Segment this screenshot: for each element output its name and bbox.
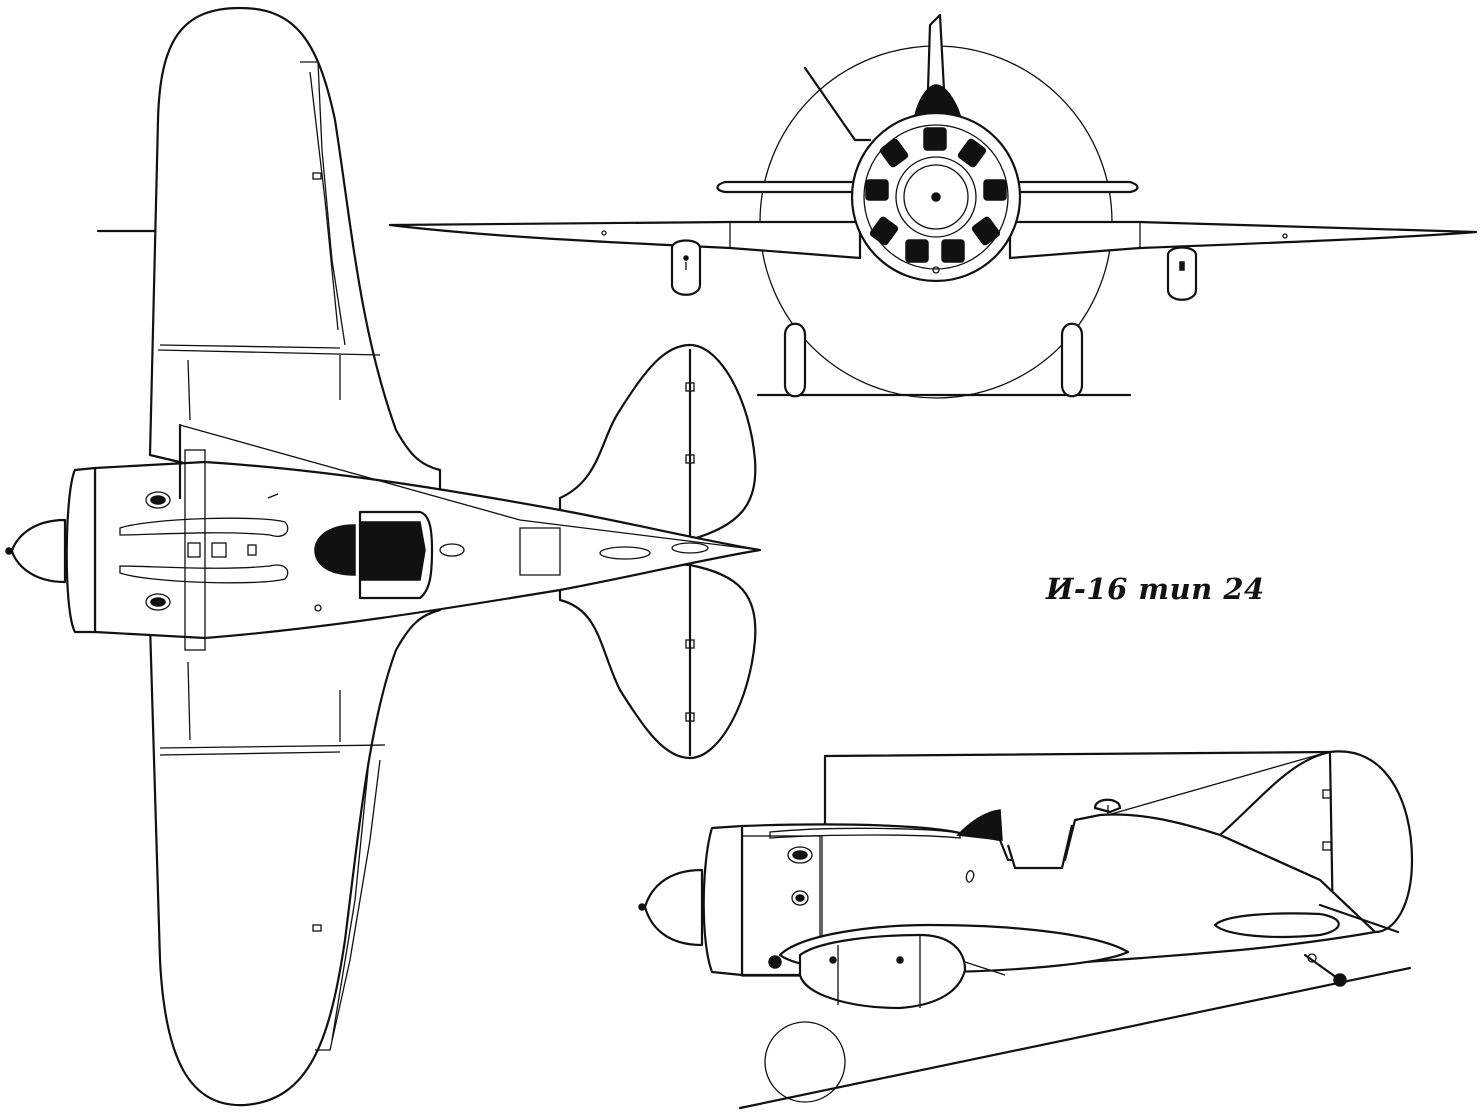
wing-spar-line-lower <box>159 744 386 749</box>
access-panel <box>247 544 257 556</box>
tailwheel-fairing <box>599 546 651 560</box>
propeller-spinner-top <box>10 518 67 584</box>
rear-fuselage-panel <box>519 527 561 576</box>
side-view-tailplane <box>1213 912 1340 939</box>
cockpit-headrest <box>314 524 356 576</box>
aileron-lower-hinge <box>331 769 369 1041</box>
wing-root-line-lower <box>187 661 191 741</box>
side-view-cowling <box>702 824 744 977</box>
antenna-wire-side <box>1107 751 1329 816</box>
wing-spar-line-upper-2 <box>159 344 341 349</box>
gear-wheel-hub <box>768 955 782 969</box>
wing-root-line-upper <box>187 359 191 421</box>
tail-skid <box>1303 953 1342 982</box>
exhaust-side-upper <box>787 846 813 864</box>
horizontal-stabilizer-upper <box>558 343 757 543</box>
propeller-spinner-side <box>643 868 704 947</box>
wing-spar-line-lower-2 <box>159 751 341 756</box>
main-gear-fairing-right <box>1166 246 1198 301</box>
engine-cylinders <box>865 127 1007 263</box>
cowling-rear-band <box>184 449 206 651</box>
propeller-tip-arc <box>764 1021 846 1103</box>
top-view <box>5 6 762 1107</box>
aileron-lower <box>315 759 381 1051</box>
cockpit-opening-side <box>1006 824 1074 870</box>
aileron-upper <box>300 61 346 346</box>
horizontal-stabilizer-lower <box>558 562 757 760</box>
side-view-fin-rudder <box>1218 750 1414 934</box>
engine-cowling-top <box>65 466 97 634</box>
antenna-top-line <box>823 750 1332 758</box>
front-view-wing <box>388 220 862 260</box>
exhaust-upper <box>145 491 171 509</box>
aileron-upper-hinge <box>309 71 339 331</box>
access-panel <box>187 542 201 558</box>
aileron-hinge-fitting <box>312 172 322 180</box>
tail-skid-wheel <box>1333 973 1347 987</box>
aircraft-caption: И-16 тип 24 <box>1046 572 1265 606</box>
front-view-wing-right <box>1008 220 1478 260</box>
front-view-headrest <box>914 84 962 116</box>
gun-trough-lower <box>119 564 289 584</box>
windscreen-side <box>956 809 1003 841</box>
side-view <box>638 750 1414 1110</box>
main-wheel-right <box>1060 322 1084 398</box>
antenna-mast-front <box>803 66 872 142</box>
elevator-hinge-fittings <box>685 382 695 722</box>
wing-spar-line-upper <box>157 349 381 356</box>
front-view <box>388 13 1478 399</box>
ground-line-side <box>738 966 1412 1110</box>
front-view-tailplane-left <box>716 180 862 194</box>
aileron-hinge-fitting <box>312 924 322 932</box>
gun-trough-upper <box>119 517 289 537</box>
engine-crankcase <box>895 156 977 238</box>
propeller-hub <box>931 192 941 202</box>
antenna-wire-top <box>179 424 761 551</box>
gun-trough-side <box>769 827 961 839</box>
exhaust-side-lower <box>791 890 809 906</box>
cowling-panel-side <box>741 835 821 977</box>
stabilizer-strut <box>1318 903 1400 934</box>
access-panel <box>211 542 227 558</box>
fuel-cap <box>439 543 465 557</box>
main-wheel-left <box>783 322 807 398</box>
front-view-tailplane-right <box>1010 180 1139 194</box>
exhaust-lower <box>145 593 171 611</box>
tail-fairing <box>671 542 709 554</box>
landing-gear-fairing-side <box>798 933 967 1010</box>
